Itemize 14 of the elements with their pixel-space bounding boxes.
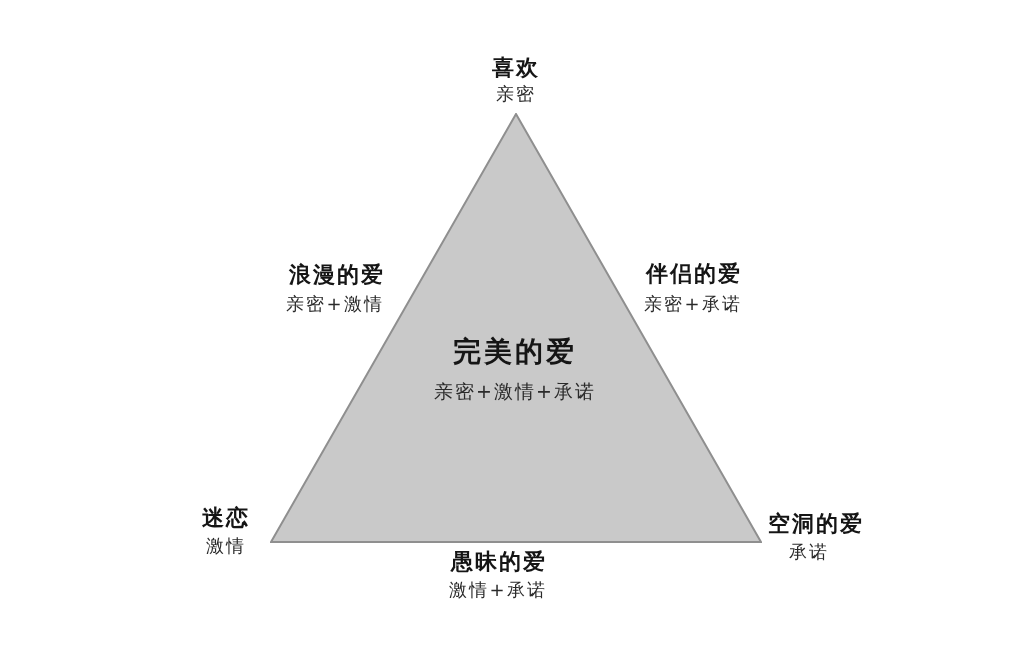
components-label: 亲密+激情 [286, 294, 384, 314]
love-type-label: 浪漫的爱 [289, 263, 385, 288]
love-type-label: 迷恋 [202, 506, 250, 531]
love-type-label: 喜欢 [492, 56, 540, 81]
components-label: 亲密+激情+承诺 [434, 381, 596, 402]
love-type-label: 空洞的爱 [768, 512, 864, 537]
components-label: 激情 [206, 536, 246, 556]
components-label: 承诺 [789, 542, 829, 562]
components-label: 激情+承诺 [449, 580, 547, 600]
love-type-label: 完美的爱 [453, 337, 577, 368]
love-type-label: 伴侣的爱 [646, 262, 742, 287]
components-label: 亲密+承诺 [644, 294, 742, 314]
triangle [270, 113, 762, 543]
love-type-label: 愚昧的爱 [451, 550, 547, 575]
